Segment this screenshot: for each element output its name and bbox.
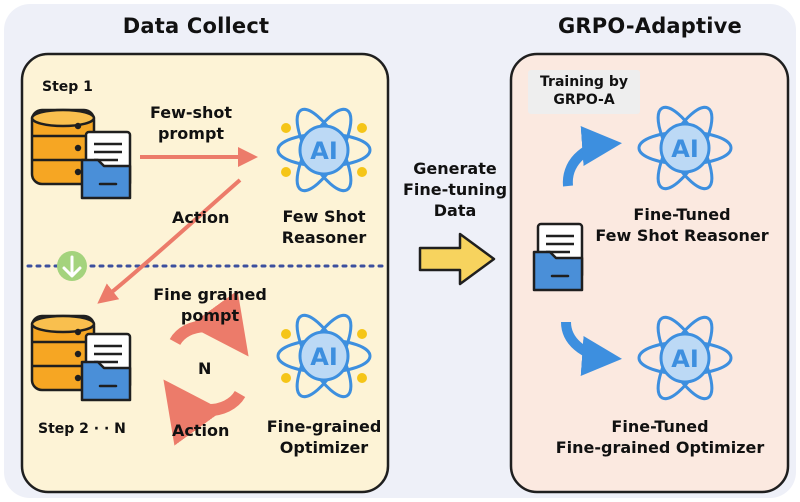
ft-reasoner-label: Fine-Tuned Few Shot Reasoner: [574, 204, 790, 246]
training-label: Training by GRPO-A: [528, 73, 640, 109]
ft-optimizer-icon: AI: [637, 308, 733, 408]
generate-line1: Generate: [413, 159, 497, 178]
action-bottom-label: Action: [172, 421, 230, 440]
generate-finetuning-label: Generate Fine-tuning Data: [392, 158, 518, 221]
step2-label: Step 2 · · N: [38, 421, 126, 437]
few-shot-reasoner-label: Few Shot Reasoner: [262, 206, 386, 248]
fine-grained-prompt-line1: Fine grained: [153, 285, 267, 304]
ft-optimizer-line1: Fine-Tuned: [611, 417, 709, 436]
fine-grained-prompt-label: Fine grained pompt: [140, 284, 280, 326]
grpo-adaptive-panel: [509, 52, 790, 494]
generate-line3: Data: [433, 201, 477, 220]
ft-optimizer-label: Fine-Tuned Fine-grained Optimizer: [534, 416, 786, 458]
action-curve-arrow: [97, 178, 242, 304]
few-shot-reasoner-icon: AI: [276, 100, 372, 200]
ft-reasoner-line2: Few Shot Reasoner: [595, 226, 769, 245]
train-optimizer-arrow: [561, 321, 622, 376]
training-line1: Training by: [540, 74, 628, 90]
down-arrow-icon: [57, 251, 87, 281]
few-shot-prompt-line1: Few-shot: [149, 103, 233, 122]
fine-grained-prompt-line2: pompt: [180, 306, 240, 325]
generate-data-arrow: [418, 232, 496, 286]
data-collect-title: Data Collect: [122, 14, 270, 38]
document-folder-icon-step2: [80, 332, 132, 402]
loop-n-label: N: [198, 359, 212, 378]
fine-grained-optimizer-label: Fine-grained Optimizer: [256, 416, 392, 458]
ft-optimizer-line2: Fine-grained Optimizer: [555, 438, 765, 457]
few-shot-reasoner-line1: Few Shot: [282, 207, 366, 226]
training-line2: GRPO-A: [553, 92, 615, 108]
svg-text:AI: AI: [671, 135, 699, 163]
ft-reasoner-line1: Fine-Tuned: [633, 205, 731, 224]
svg-text:AI: AI: [671, 345, 699, 373]
action-top-label: Action: [172, 208, 230, 227]
train-reasoner-arrow: [562, 126, 622, 187]
fine-grained-optimizer-icon: AI: [276, 306, 372, 406]
svg-text:AI: AI: [310, 137, 338, 165]
few-shot-prompt-line2: prompt: [157, 124, 225, 143]
fine-grained-optimizer-line1: Fine-grained: [266, 417, 382, 436]
svg-text:AI: AI: [310, 343, 338, 371]
few-shot-prompt-label: Few-shot prompt: [136, 102, 246, 144]
training-label-bg: [528, 70, 640, 114]
fine-grained-optimizer-line2: Optimizer: [279, 438, 369, 457]
few-shot-reasoner-line2: Reasoner: [281, 228, 367, 247]
generate-line2: Fine-tuning: [402, 180, 508, 199]
loop-icon: [163, 290, 249, 446]
grpo-adaptive-title: GRPO-Adaptive: [557, 14, 742, 38]
ft-reasoner-icon: AI: [637, 98, 733, 198]
document-folder-icon-step1: [80, 130, 132, 200]
step1-label: Step 1: [42, 79, 93, 95]
